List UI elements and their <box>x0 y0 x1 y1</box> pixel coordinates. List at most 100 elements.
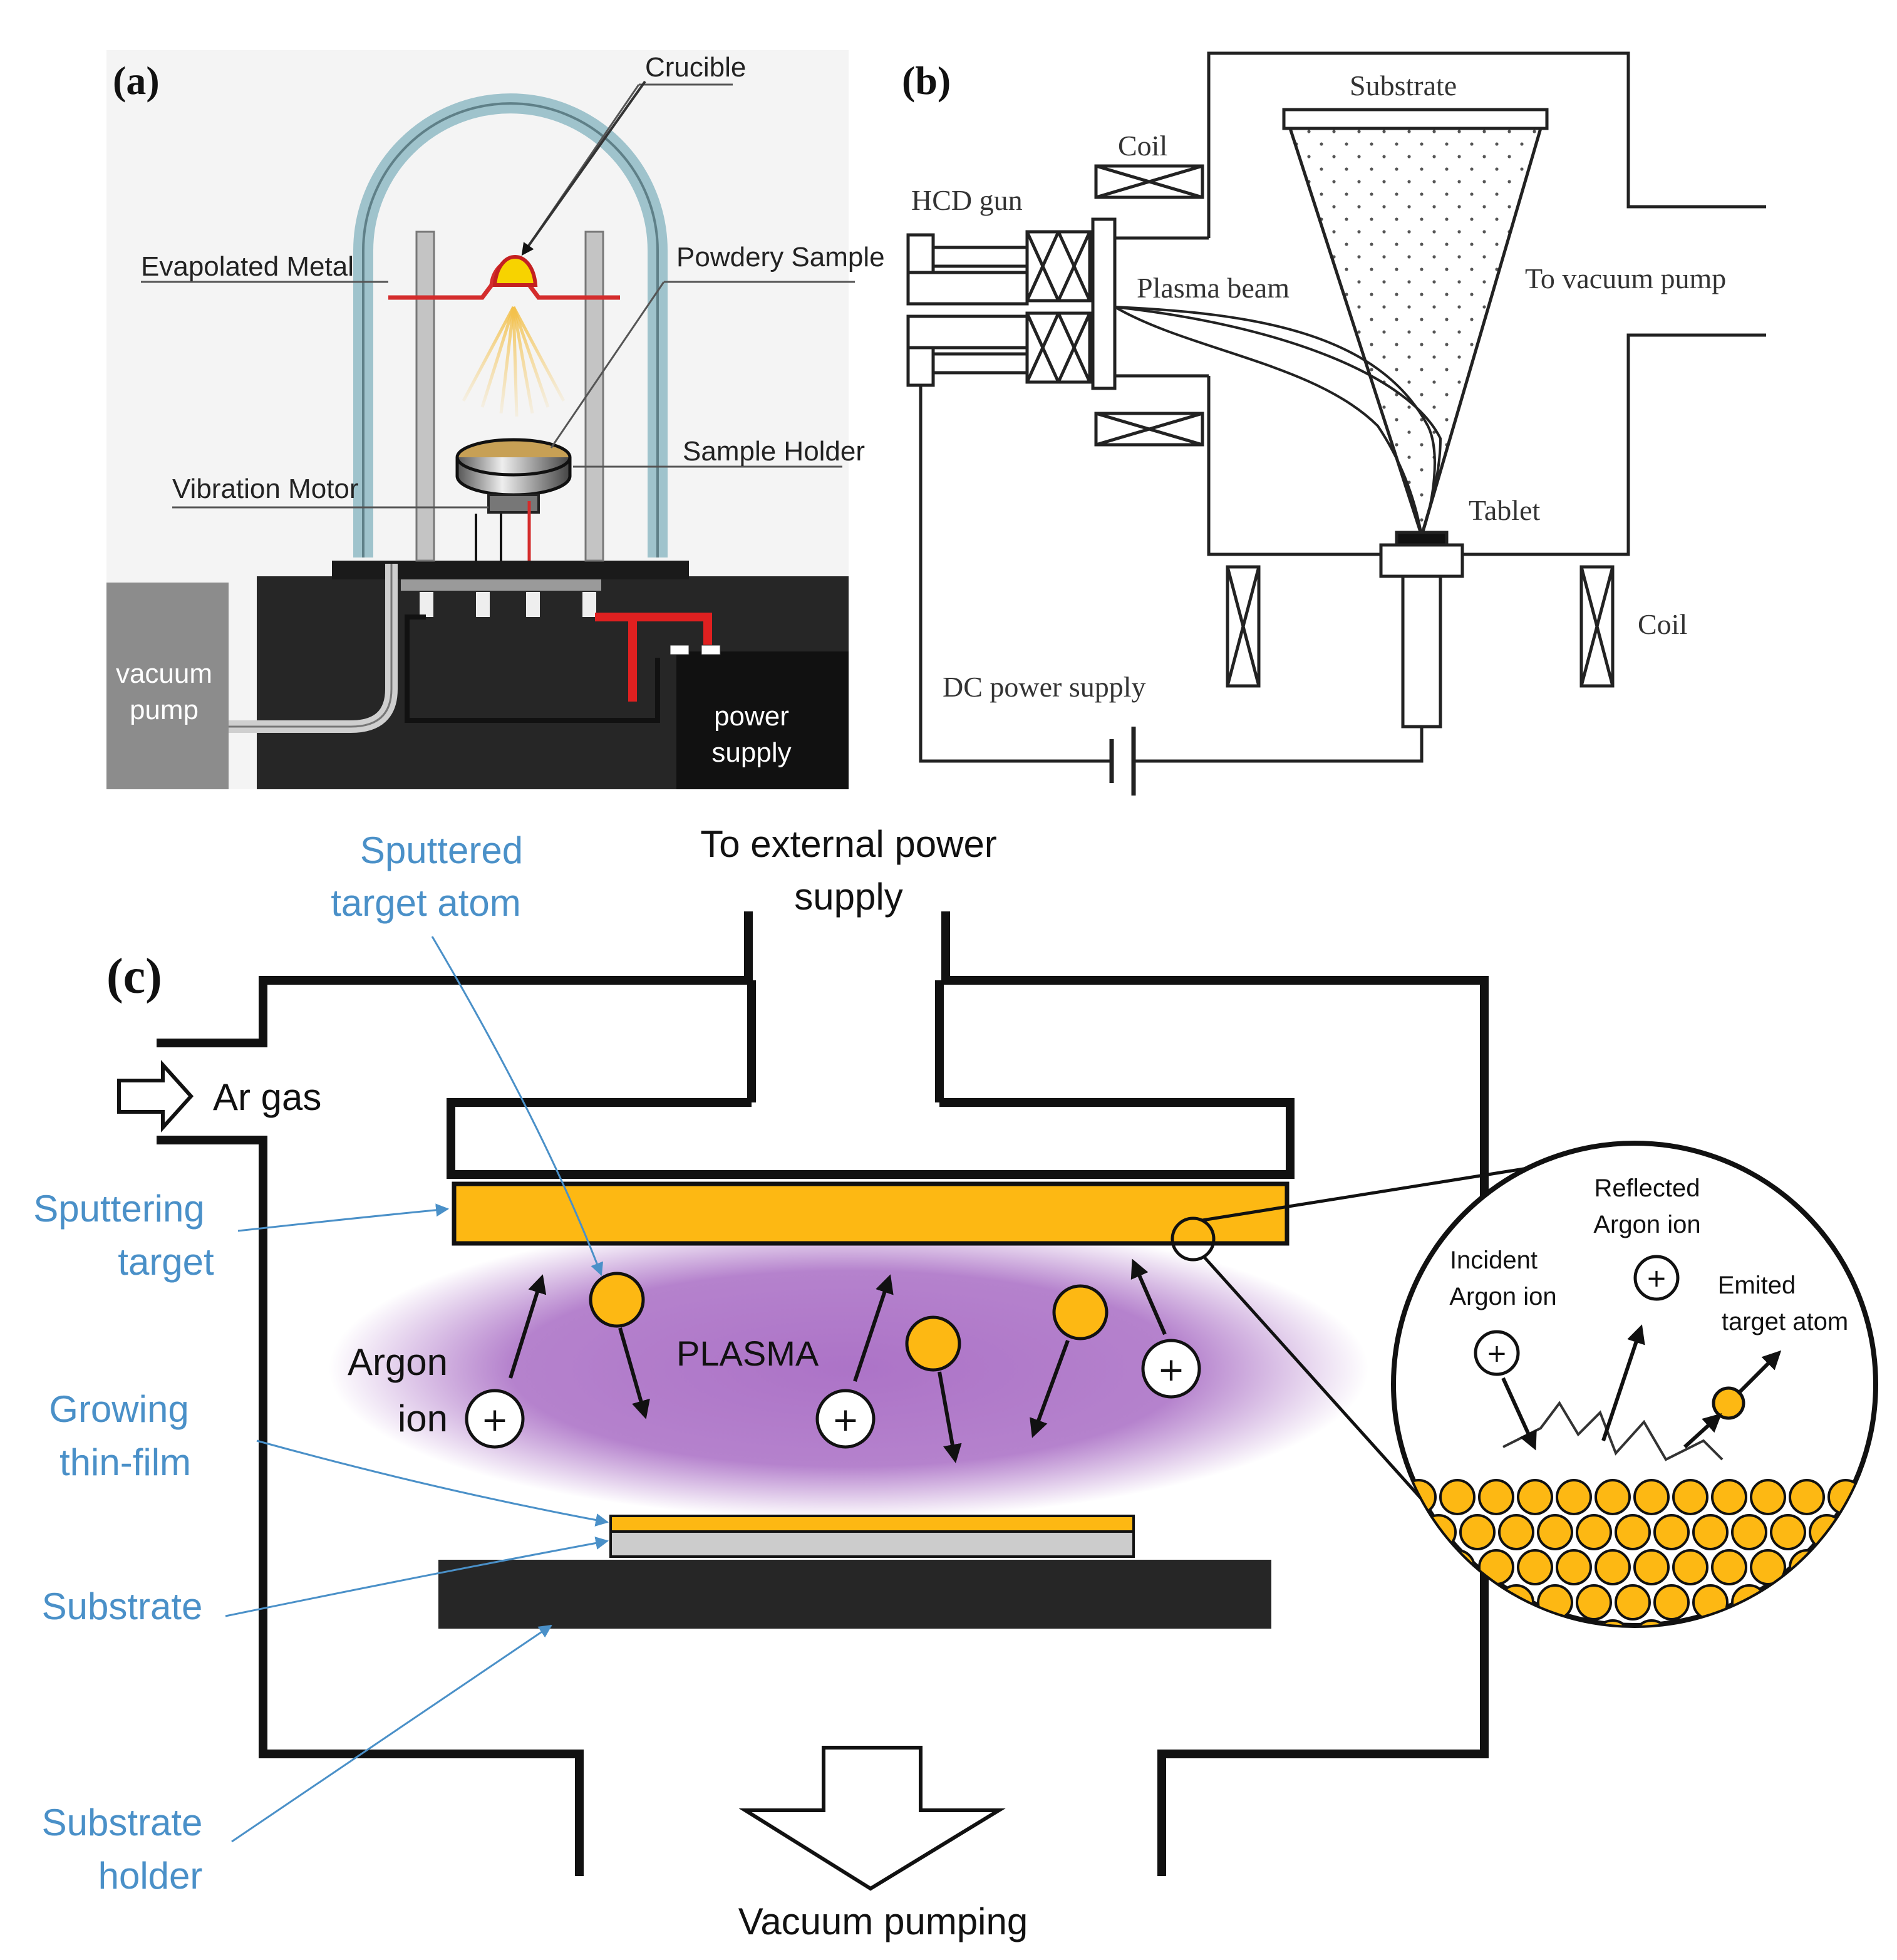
argon-ion-plus: + <box>832 1401 859 1439</box>
lattice-atom <box>1711 1479 1747 1515</box>
lattice-atom <box>1692 1514 1729 1550</box>
feedthrough-plate <box>401 579 601 591</box>
plasma-beam-label: Plasma beam <box>1137 272 1290 304</box>
incident-ion <box>1474 1330 1520 1376</box>
lattice-atom <box>1750 1549 1786 1585</box>
lattice-atom <box>1866 1479 1876 1515</box>
argon-ion-plus: + <box>481 1401 509 1439</box>
growing-thin-film <box>609 1515 1135 1533</box>
lattice-atom <box>1827 1619 1864 1626</box>
lattice-atom <box>1866 1549 1876 1585</box>
lattice-atom <box>1888 1585 1897 1619</box>
vibration-motor <box>487 494 540 514</box>
bell-jar-outline <box>362 102 659 557</box>
lattice-atom <box>1848 1514 1876 1550</box>
tablet-label: Tablet <box>1469 494 1541 526</box>
lattice-atom <box>1672 1619 1708 1626</box>
wire-black <box>405 614 660 723</box>
lattice-atom <box>1770 1584 1806 1620</box>
incident-ion-plus: + <box>1486 1339 1507 1368</box>
lattice-atom <box>1478 1479 1514 1515</box>
lattice-atom <box>1556 1549 1592 1585</box>
plasma-cloud <box>329 1218 1368 1519</box>
argon-ion-label-line2: ion <box>398 1397 448 1439</box>
panel-b <box>906 51 1766 796</box>
crucible-label: Crucible <box>645 52 746 83</box>
vapor-spray <box>462 306 566 417</box>
emitted-atom-label-line1: Emited <box>1718 1272 1796 1299</box>
zoom-source-circle <box>1171 1216 1216 1262</box>
tablet-rod <box>1401 574 1442 729</box>
lattice-atom <box>1517 1479 1553 1515</box>
lattice-atom <box>1615 1514 1651 1550</box>
lattice-atom <box>1615 1584 1651 1620</box>
vacuum-pumping-arrow <box>738 1746 1006 1891</box>
ar-gas-label: Ar gas <box>213 1076 321 1118</box>
lattice-atom <box>1848 1584 1876 1620</box>
zoom-connector <box>1171 1163 1548 1542</box>
argon-ion <box>1141 1339 1201 1399</box>
vacuum-pumping-label: Vacuum pumping <box>738 1900 1028 1942</box>
gun-coil-lower <box>1025 311 1092 384</box>
lattice-atom <box>1517 1549 1553 1585</box>
lattice-atom <box>1439 1549 1476 1585</box>
power-supply-label-line1: power <box>714 701 789 732</box>
argon-ion <box>465 1389 525 1449</box>
panel-a: (a) Crucible Evapolated Metal Powdery Sa… <box>106 50 885 789</box>
dc-power-supply-label: DC power supply <box>943 671 1146 703</box>
argon-ion <box>815 1389 876 1449</box>
panel-c: + + + <box>33 823 1897 1942</box>
lattice-atom <box>1517 1619 1553 1626</box>
lattice-atom <box>1400 1619 1437 1626</box>
sputtering-target-label-line1: Sputtering <box>33 1188 205 1230</box>
substrate-plate <box>1282 108 1549 130</box>
power-supply-label-line2: supply <box>711 737 791 768</box>
chamber-top-outline <box>1207 51 1766 238</box>
dc-circuit-wire <box>919 385 1424 763</box>
incident-ion-label-line2: Argon ion <box>1449 1283 1556 1310</box>
lattice-atom <box>1750 1619 1786 1626</box>
vacuum-pump-box <box>106 583 229 789</box>
growing-film-label-line1: Growing <box>49 1388 189 1430</box>
argon-ion-label-line1: Argon <box>348 1341 448 1383</box>
substrate-label-c: Substrate <box>42 1585 203 1627</box>
tablet <box>1395 531 1449 547</box>
lattice-atom <box>1789 1479 1825 1515</box>
lattice-atom <box>1866 1619 1876 1626</box>
emitted-atom-label-line2: target atom <box>1722 1308 1848 1335</box>
chamber-bottom-outline <box>1207 333 1766 556</box>
plasma-label: PLASMA <box>676 1334 819 1373</box>
external-power-label-line2: supply <box>794 876 902 918</box>
lattice-atom <box>1537 1514 1573 1550</box>
lattice-atom <box>1576 1584 1612 1620</box>
vacuum-pump-label-line1: vacuum <box>116 658 212 689</box>
lattice-atom <box>1653 1514 1690 1550</box>
incident-ion-label-line1: Incident <box>1450 1247 1538 1274</box>
plasma-beam-line1 <box>1114 306 1436 536</box>
panel-c-text: (c) Sputtered target atom To external po… <box>33 823 1848 1942</box>
lattice-atom <box>1576 1514 1612 1550</box>
lattice-atom <box>1711 1549 1747 1585</box>
lattice-atom <box>1633 1479 1670 1515</box>
lattice-atom <box>1556 1619 1592 1626</box>
sputtering-target-label-line2: target <box>118 1241 214 1283</box>
lattice-atom <box>1459 1514 1496 1550</box>
target-atoms <box>589 1272 1109 1372</box>
particle-arrows <box>509 1258 1167 1463</box>
gun-flange <box>1091 217 1117 390</box>
lattice-atom <box>1595 1549 1631 1585</box>
coil-top-label: Coil <box>1118 130 1167 162</box>
sputtering-target <box>452 1181 1290 1246</box>
vapor-cone <box>1288 127 1543 541</box>
argon-ions <box>465 1339 1201 1449</box>
lattice-atom <box>1459 1584 1496 1620</box>
tablet-holder <box>1379 543 1464 578</box>
feedthroughs <box>420 592 596 617</box>
wire-red <box>595 613 712 702</box>
collision-sparkle <box>1502 1401 1724 1461</box>
lattice-atom <box>1400 1549 1437 1585</box>
lattice-atom <box>1770 1514 1806 1550</box>
lattice-atom <box>1888 1515 1897 1549</box>
lattice-atom <box>1653 1584 1690 1620</box>
lattice-atom <box>1420 1584 1457 1620</box>
